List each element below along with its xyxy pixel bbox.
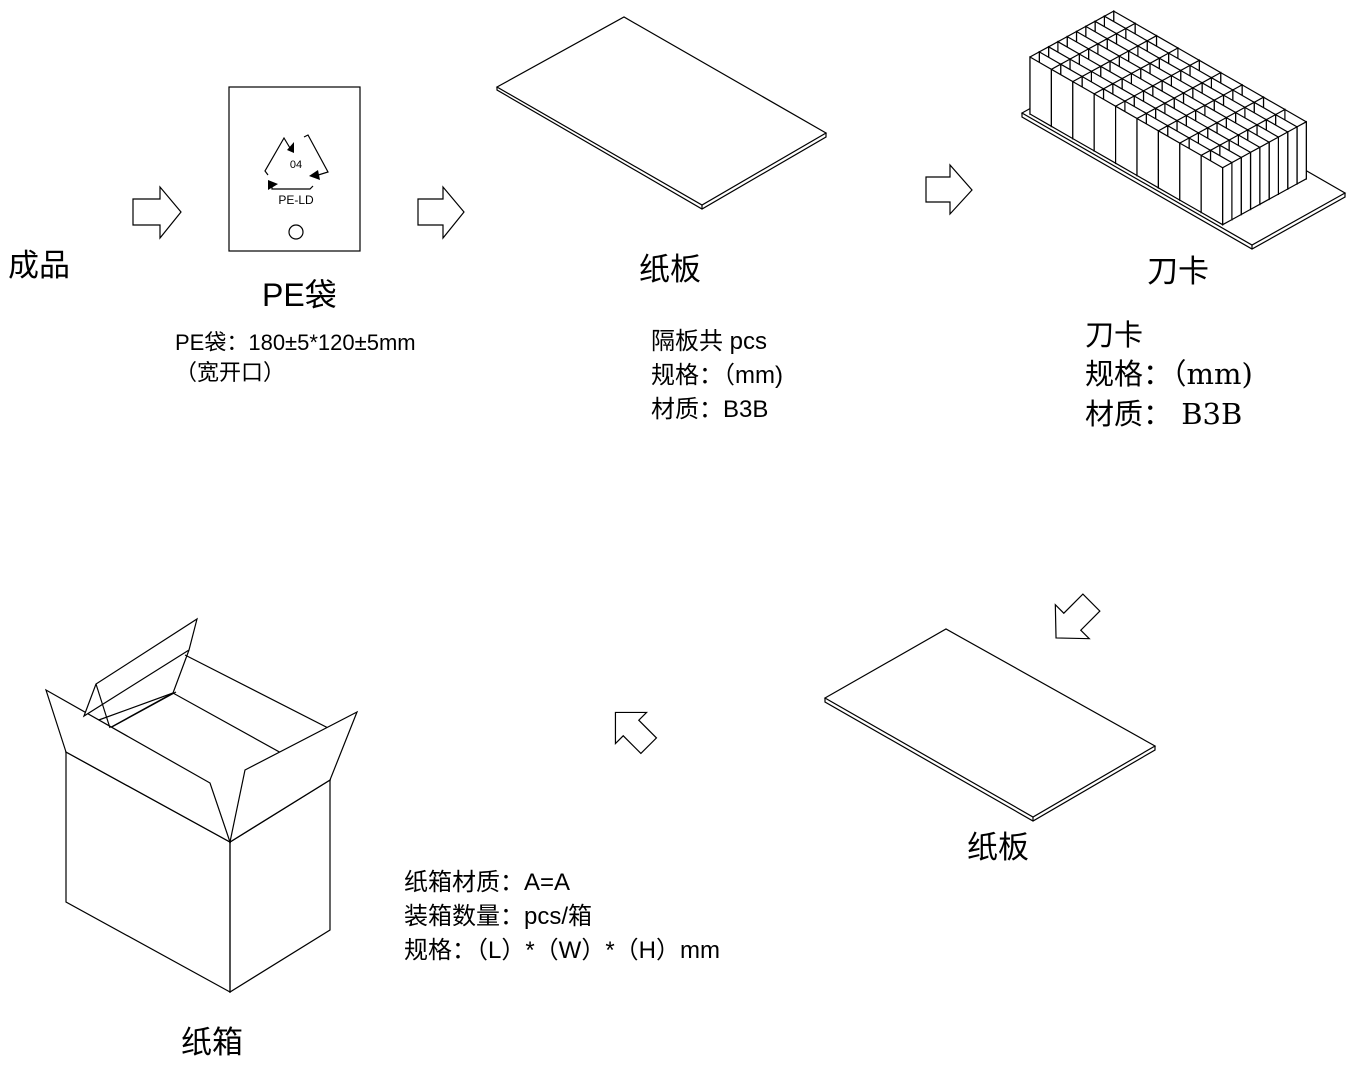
carton-spec-quantity: 装箱数量：pcs/箱 — [404, 903, 593, 931]
knife-card-divider — [1072, 80, 1095, 152]
flow-arrow-1 — [132, 185, 182, 240]
carton-box-illustration — [44, 617, 359, 994]
knife-card-spec: 刀卡 规格：（mm) 材质： B3B — [1085, 316, 1253, 434]
carton-spec-material: 纸箱材质：A=A — [404, 869, 571, 896]
cardboard-label-1: 纸板 — [639, 252, 701, 288]
knife-card-divider — [1231, 156, 1242, 221]
knife-card-divider — [1200, 154, 1224, 226]
knife-card-divider — [1029, 55, 1053, 128]
knife-card-divider — [1114, 105, 1138, 177]
pe-ld-text: PE-LD — [278, 193, 314, 207]
knife-card-divider — [1259, 141, 1270, 206]
knife-card-divider — [1157, 129, 1181, 202]
knife-card-divider — [1179, 142, 1202, 214]
pe-bag-spec-line1: PE袋：180±5*120±5mm — [175, 330, 416, 355]
recycle-code-text: 04 — [290, 159, 302, 171]
hang-hole — [288, 224, 304, 240]
knife-card-divider — [1240, 151, 1252, 216]
flow-arrow-3 — [925, 163, 973, 216]
knife-card-divider — [1249, 146, 1261, 211]
cardboard-sheet-1 — [495, 16, 828, 210]
carton-label: 纸箱 — [181, 1025, 243, 1061]
knife-card-divider — [1287, 125, 1298, 191]
knife-card-divider — [1093, 92, 1117, 165]
cardboard-sheet-2 — [823, 628, 1157, 822]
finished-product-label: 成品 — [8, 248, 70, 284]
knife-card-divider — [1221, 161, 1233, 226]
knife-card-spec-material: 材质： B3B — [1085, 396, 1243, 431]
knife-card-illustration — [1020, 10, 1347, 250]
carton-spec: 纸箱材质：A=A 装箱数量：pcs/箱 规格：（L）*（W）*（H）mm — [404, 866, 720, 968]
knife-card-divider — [1296, 120, 1307, 185]
cardboard-spec: 隔板共 pcs 规格：（mm) 材质：B3B — [651, 325, 783, 427]
knife-card-divider — [1136, 117, 1160, 189]
knife-card-label: 刀卡 — [1147, 254, 1209, 290]
knife-card-spec-name: 刀卡 — [1085, 318, 1144, 352]
knife-card-divider — [1277, 130, 1289, 196]
flow-arrow-5 — [614, 711, 658, 755]
cardboard-spec-material: 材质：B3B — [651, 396, 769, 424]
flow-arrow-4 — [1054, 593, 1101, 640]
recycle-icon — [264, 134, 329, 190]
knife-card-divider — [1268, 136, 1280, 201]
cardboard-spec-size: 规格：（mm) — [651, 362, 783, 390]
cardboard-label-2: 纸板 — [967, 830, 1029, 866]
pe-bag-spec-line2: （宽开口） — [175, 361, 286, 386]
pe-bag-label: PE袋 — [262, 277, 337, 313]
flow-arrow-2 — [417, 185, 465, 240]
knife-card-divider — [1050, 68, 1074, 140]
cardboard-spec-count: 隔板共 pcs — [651, 328, 768, 355]
knife-card-spec-size: 规格：（mm) — [1085, 357, 1253, 392]
carton-spec-size: 规格：（L）*（W）*（H）mm — [404, 937, 720, 965]
pe-bag-illustration — [228, 86, 361, 252]
